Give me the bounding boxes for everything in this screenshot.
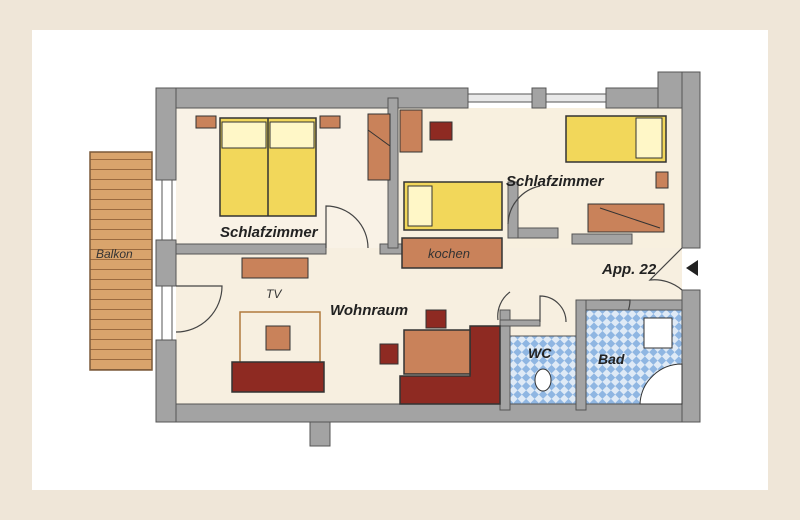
tv-stand [241,257,309,279]
wc-room [509,335,577,405]
label-bedroom-left: Schlafzimmer [220,224,319,241]
label-apartment: App. 22 [601,261,657,278]
wardrobe-right [587,203,665,233]
balcony [89,151,153,371]
single-bed-1 [403,181,503,231]
label-living: Wohnraum [330,302,408,319]
label-bath: Bad [598,351,625,367]
single-bed-2 [565,115,669,189]
kitchen-counter [401,237,503,269]
label-balcony: Balkon [96,247,133,261]
label-wc: WC [528,345,552,361]
windows [161,179,173,341]
double-bed [195,115,341,217]
wardrobe-left [367,113,391,181]
label-kitchen: kochen [428,246,470,261]
bath-room [585,309,683,405]
label-bedroom-right: Schlafzimmer [506,173,605,190]
entrance-arrow-icon [686,260,698,276]
sofa-group [231,311,325,393]
walls [155,71,701,447]
dining-corner [379,309,501,405]
label-tv: TV [266,287,282,301]
desk-and-chair [399,109,453,153]
